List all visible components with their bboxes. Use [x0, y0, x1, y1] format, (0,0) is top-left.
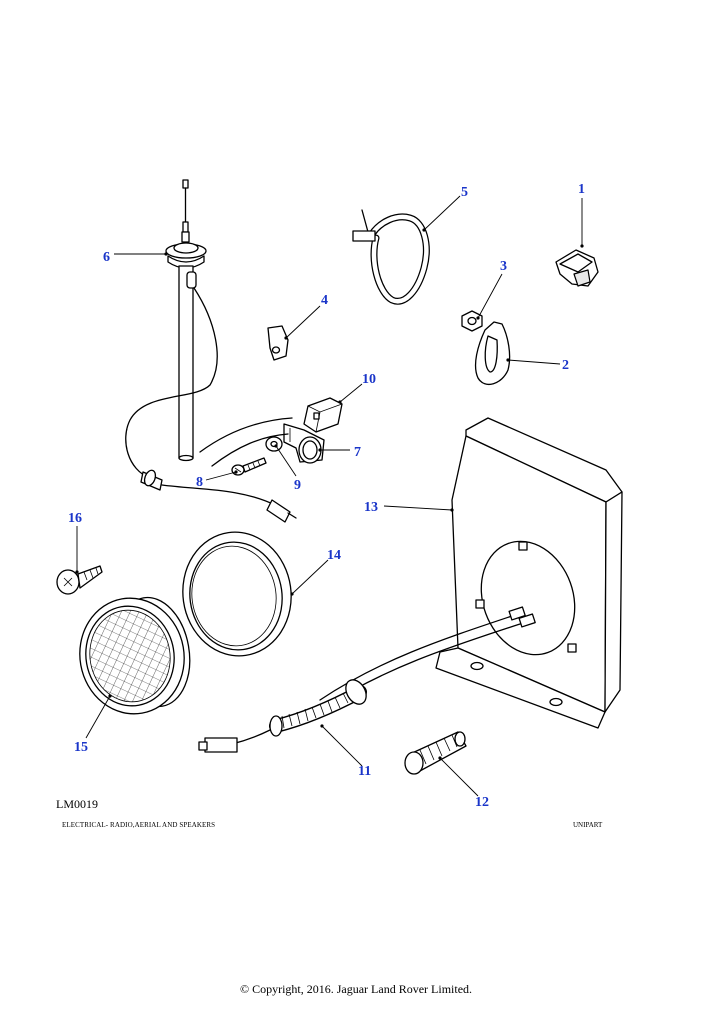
callout-1: 1	[578, 182, 585, 197]
callout-8: 8	[196, 475, 203, 490]
callout-5: 5	[461, 185, 468, 200]
washer-part	[265, 436, 283, 452]
leader-lines	[75, 195, 584, 797]
trim-ring-part	[182, 531, 292, 657]
aerial-part	[125, 179, 297, 523]
grommet-part	[404, 731, 467, 775]
callout-16: 16	[68, 511, 82, 526]
speaker-housing-part	[319, 417, 623, 729]
callout-15: 15	[74, 740, 88, 755]
diagram-reference-code: LM0019	[56, 797, 98, 811]
section-title: ELECTRICAL- RADIO,AERIAL AND SPEAKERS	[62, 821, 216, 829]
callout-7: 7	[354, 445, 361, 460]
small-clip-part	[267, 325, 289, 361]
harness-part	[198, 679, 367, 753]
clip-part	[555, 249, 599, 287]
callout-9: 9	[294, 478, 301, 493]
callout-12: 12	[475, 795, 489, 810]
speaker-part	[79, 596, 191, 715]
callout-11: 11	[358, 764, 371, 779]
callout-14: 14	[327, 548, 341, 563]
p-clip-part	[474, 321, 511, 386]
speaker-screw-part	[56, 565, 103, 595]
callout-4: 4	[321, 293, 328, 308]
copyright-notice: © Copyright, 2016. Jaguar Land Rover Lim…	[239, 982, 473, 996]
callout-13: 13	[364, 500, 378, 515]
callout-3: 3	[500, 259, 507, 274]
nut-part	[461, 310, 483, 332]
callout-2: 2	[562, 358, 569, 373]
callout-labels: 1 2 3 4 5 6 7 8 9 10 11 12 13 14 15 16	[68, 182, 585, 810]
callout-10: 10	[362, 372, 376, 387]
callout-6: 6	[103, 250, 110, 265]
cable-tie-part	[352, 209, 430, 305]
connector-part	[303, 397, 343, 433]
screw-part	[231, 457, 267, 476]
brand-label: UNIPART	[573, 821, 603, 829]
